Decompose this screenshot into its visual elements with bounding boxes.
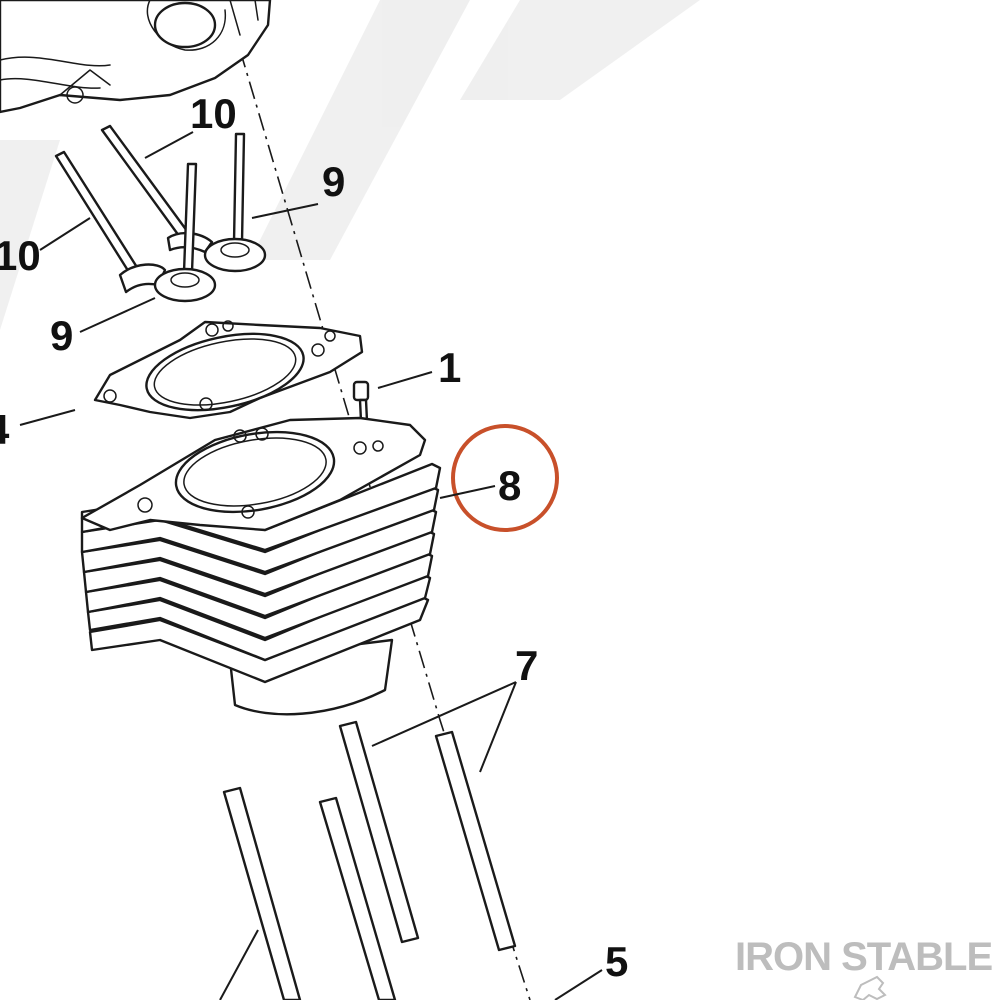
callout-label: 4 — [0, 406, 10, 453]
callout-label: 7 — [515, 642, 538, 689]
intake-valve-10-left — [54, 150, 167, 294]
brand-watermark: IRON STABLE — [735, 935, 993, 1000]
callout-label: 8 — [498, 462, 521, 509]
cylinder-stud-4 — [222, 786, 302, 1000]
cylinder-stud-2 — [434, 730, 517, 952]
cylinder-part — [80, 416, 442, 716]
watermark-bands — [0, 0, 700, 330]
exhaust-valve-9-left — [153, 162, 217, 303]
leader-lines — [19, 131, 603, 1000]
callout-label: 9 — [322, 158, 345, 205]
brand-text: IRON STABLE — [735, 935, 992, 979]
horse-logo-icon — [853, 975, 887, 1000]
head-gasket-part — [93, 320, 364, 420]
callout-label: 10 — [190, 90, 237, 137]
exhaust-valve-9-right — [203, 132, 267, 273]
callout-labels: 10 10 9 9 1 4 8 7 5 — [0, 90, 628, 985]
cylinder-stud-1 — [338, 720, 420, 944]
callout-label: 9 — [50, 312, 73, 359]
cylinder-stud-3 — [318, 796, 397, 1000]
callout-label: 1 — [438, 344, 461, 391]
cylinder-head-part — [0, 0, 272, 114]
highlight-ring — [451, 424, 559, 532]
callout-label: 10 — [0, 232, 41, 279]
callout-label: 5 — [605, 938, 628, 985]
